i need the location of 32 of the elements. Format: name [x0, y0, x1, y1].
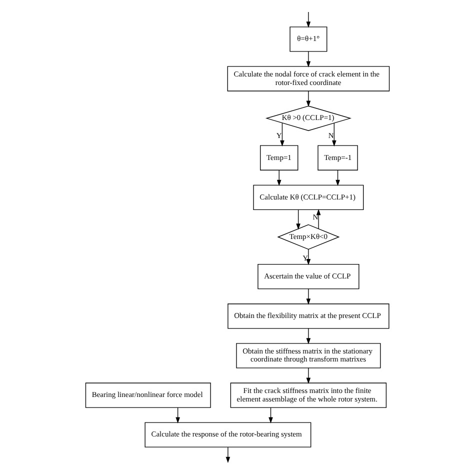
arrow [306, 90, 310, 107]
arrow [296, 209, 300, 230]
node-diamond: Kθ >0 (CCLP=1) [264, 106, 351, 131]
arrow [306, 51, 310, 68]
node-box: Obtain the flexibility matrix at the present CCLP [227, 304, 389, 329]
arrow [225, 446, 230, 464]
edge-label: Y [302, 253, 308, 262]
arrow [316, 208, 320, 230]
arrow [332, 122, 336, 147]
node-box: Temp=-1 [317, 145, 358, 170]
edge-label: N [328, 130, 334, 140]
arrow [306, 328, 310, 344]
arrow [280, 122, 284, 147]
node-box: Ascertain the value of CCLP [257, 264, 359, 290]
arrow [306, 368, 310, 384]
arrow [268, 407, 272, 424]
edge-label: N [312, 212, 318, 222]
arrow [335, 170, 340, 186]
node-box: Calculate the response of the rotor-bearing system [144, 422, 311, 448]
node-box: Calculate Kθ (CCLP=CCLP+1) [252, 184, 364, 210]
arrow [306, 288, 310, 305]
node-box: Fit the crack stiffness matrix into the finite element assemblage of the whole rotor system. [230, 382, 386, 408]
arrow [306, 248, 310, 266]
edge-label: Y [276, 130, 282, 140]
node-box: Temp=1 [260, 145, 298, 170]
node-box: θ=θ+1° [289, 26, 327, 52]
node-box: Calculate the nodal force of crack element in the rotor-fixed coordinate [226, 66, 390, 92]
node-box: Bearing linear/nonlinear force model [84, 382, 210, 408]
arrow [175, 407, 180, 424]
arrow [306, 12, 310, 28]
node-box: Obtain the stiffness matrix in the stationary coordinate through transform matrixes [236, 343, 380, 368]
arrow [276, 170, 281, 186]
